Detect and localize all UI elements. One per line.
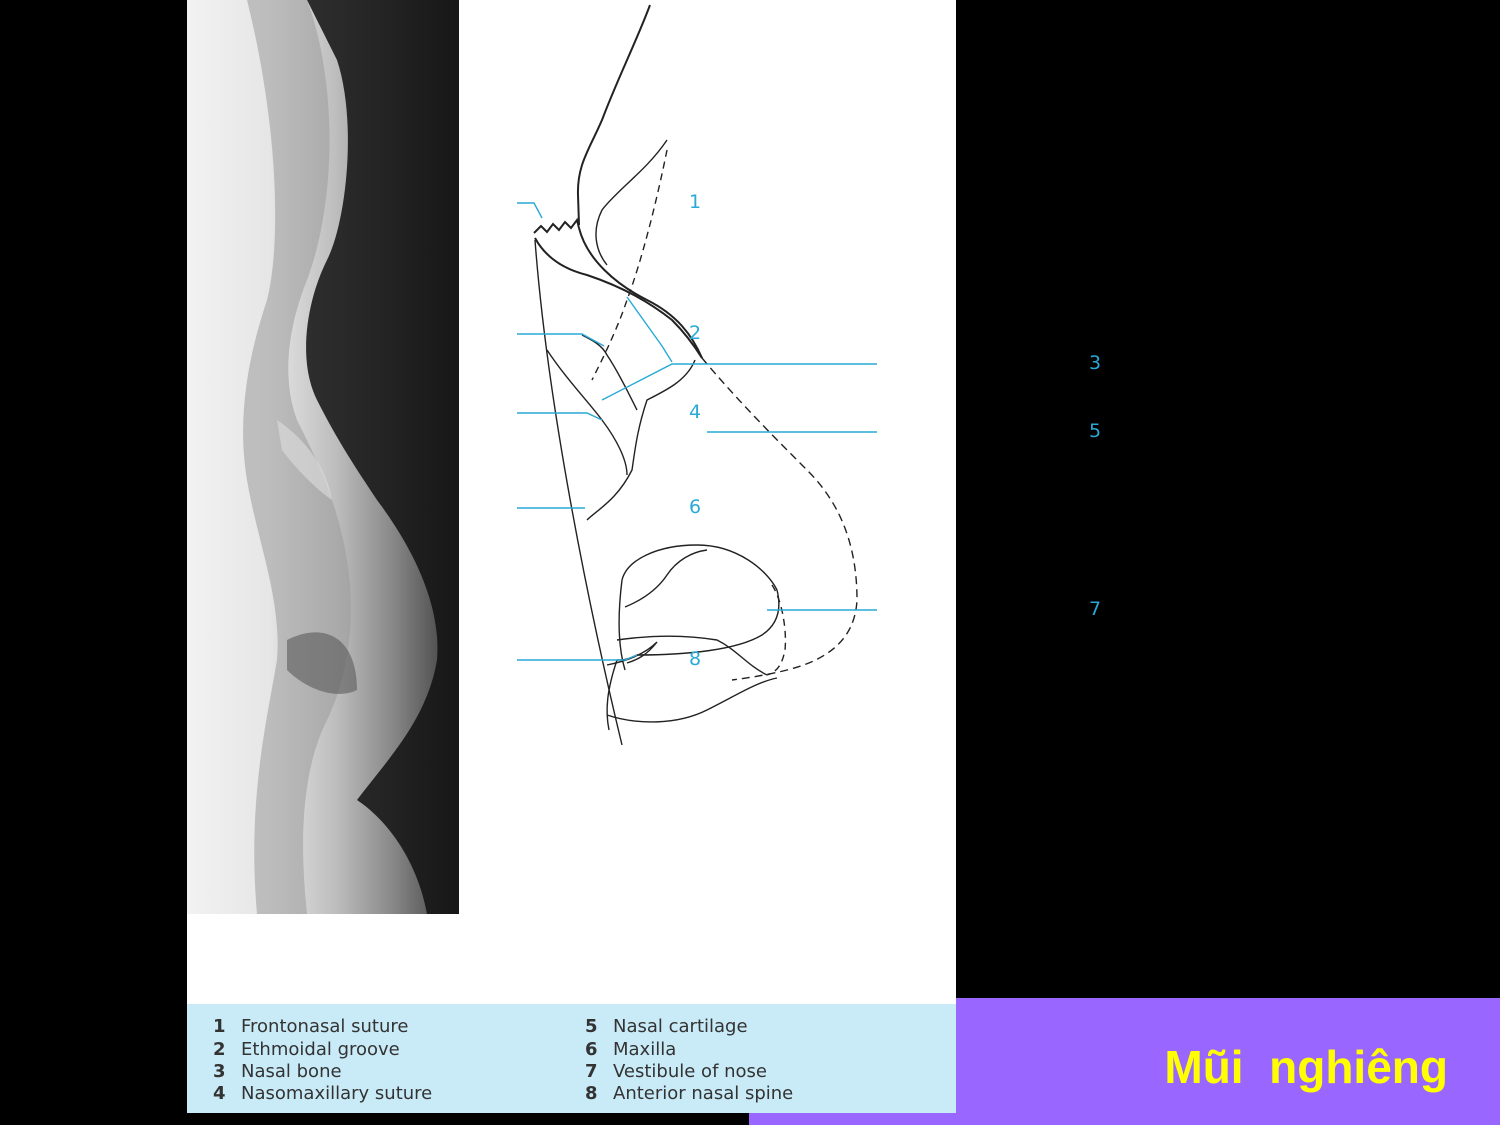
nose-anatomy-line-drawing: 1 2 3 4 5 6 7 8 (477, 0, 1101, 784)
slide-title: Mũi nghiêng (1164, 1041, 1448, 1093)
callout-8: 8 (689, 648, 702, 670)
callout-5: 5 (1089, 420, 1102, 442)
callout-4: 4 (689, 401, 702, 423)
callout-7: 7 (1089, 598, 1102, 620)
nose-lateral-xray-image (187, 0, 459, 914)
callout-3: 3 (1089, 352, 1102, 374)
callout-6: 6 (689, 496, 702, 518)
callout-1: 1 (689, 191, 702, 213)
callout-2: 2 (689, 322, 702, 344)
